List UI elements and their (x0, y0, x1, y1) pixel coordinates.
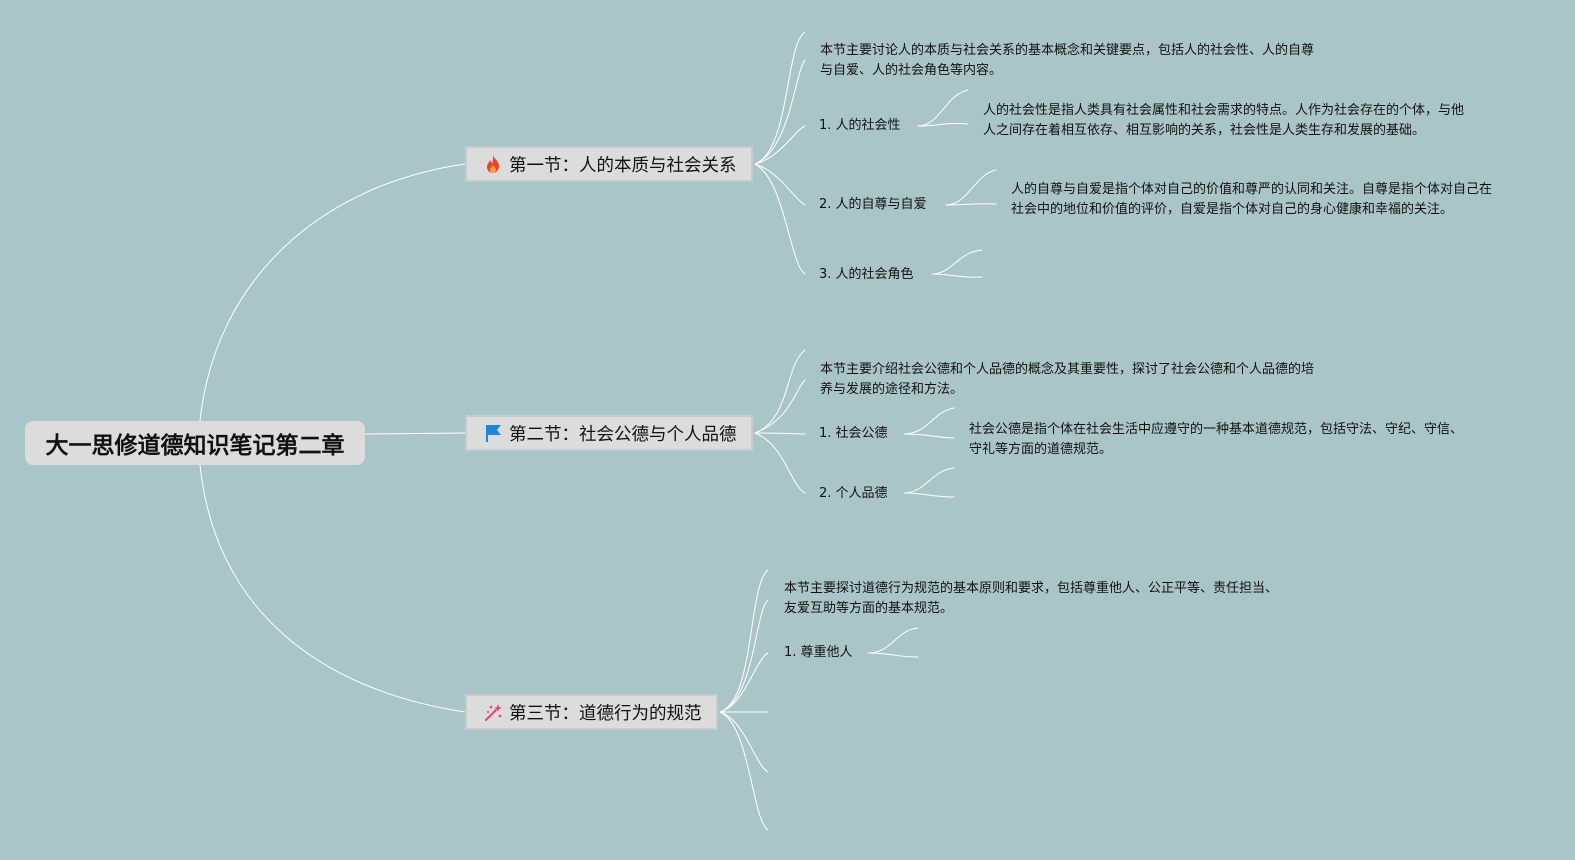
connector-s1-note-2a (945, 169, 997, 206)
section-3-topic[interactable]: 第三节：道德行为的规范 (465, 694, 718, 730)
connector-s2-note-1b (903, 433, 955, 439)
fire-icon (483, 154, 503, 174)
flag-icon (483, 423, 503, 443)
connector-s1-item-2 (754, 163, 806, 206)
root-title: 大一思修道德知识笔记第二章 (45, 433, 345, 459)
section-1-item-2-note: 人的自尊与自爱是指个体对自己的价值和尊严的认同和关注。自尊是指个体对自己在社会中… (1011, 182, 1493, 217)
connector-s1-item-3 (754, 163, 806, 275)
section-1-item-3[interactable]: 3. 人的社会角色 (819, 267, 914, 282)
section-1-summary: 本节主要讨论人的本质与社会关系的基本概念和关键要点，包括人的社会性、人的自尊与自… (820, 43, 1315, 78)
connector-s1-note-2b (945, 203, 997, 206)
connector-s2-note-2a (903, 467, 955, 494)
connector-root-section-2 (364, 432, 466, 435)
connector-s2-item-2 (754, 432, 806, 494)
section-3-summary: 本节主要探讨道德行为规范的基本原则和要求，包括尊重他人、公正平等、责任担当、友爱… (784, 581, 1279, 616)
connector-s1-summary (754, 31, 806, 165)
section-1-title: 第一节：人的本质与社会关系 (509, 155, 737, 176)
connector-s3-item-1 (719, 652, 769, 713)
connector-s3-note-1b (867, 652, 919, 658)
section-1-item-1[interactable]: 1. 人的社会性 (819, 118, 901, 133)
section-2-item-1-note: 社会公德是指个体在社会生活中应遵守的一种基本道德规范，包括守法、守纪、守信、守礼… (969, 422, 1464, 457)
connector-s1-summary-2 (754, 59, 806, 165)
section-1-item-1-note: 人的社会性是指人类具有社会属性和社会需求的特点。人作为社会存在的个体，与他人之间… (983, 103, 1465, 138)
section-1-item-2[interactable]: 2. 人的自尊与自爱 (819, 197, 927, 212)
connector-s3-note-1a (867, 627, 919, 654)
section-2-item-1[interactable]: 1. 社会公德 (819, 426, 888, 441)
connector-s2-note-2b (903, 492, 955, 498)
connector-s2-item-1 (754, 432, 806, 435)
connector-s1-note-3a (931, 249, 983, 275)
section-1-topic[interactable]: 第一节：人的本质与社会关系 (465, 146, 753, 182)
section-2-item-2[interactable]: 2. 个人品德 (819, 486, 888, 501)
connector-s3-summary-2 (719, 599, 769, 713)
connector-root-section-3 (199, 464, 466, 713)
connector-s1-note-1b (917, 122, 969, 127)
connector-s1-note-1a (917, 89, 969, 127)
section-2-title: 第二节：社会公德与个人品德 (509, 424, 737, 445)
connector-s3-item-3 (719, 711, 769, 773)
connector-s3-item-4 (719, 711, 769, 831)
sparkle-icon (483, 702, 503, 722)
section-2-summary: 本节主要介绍社会公德和个人品德的概念及其重要性，探讨了社会公德和个人品德的培养与… (820, 362, 1315, 397)
section-2-topic[interactable]: 第二节：社会公德与个人品德 (465, 415, 753, 451)
connector-s2-summary (754, 349, 806, 434)
connector-root-section-1 (199, 163, 466, 422)
connector-s2-summary-2 (754, 379, 806, 434)
section-3-title: 第三节：道德行为的规范 (509, 703, 702, 724)
connector-s3-summary (719, 569, 769, 713)
section-3-item-1[interactable]: 1. 尊重他人 (784, 645, 853, 660)
connector-s2-note-1a (903, 407, 955, 435)
connector-s1-note-3b (931, 273, 983, 278)
connector-s1-item-1 (754, 125, 806, 165)
root-topic[interactable]: 大一思修道德知识笔记第二章 (25, 421, 365, 465)
